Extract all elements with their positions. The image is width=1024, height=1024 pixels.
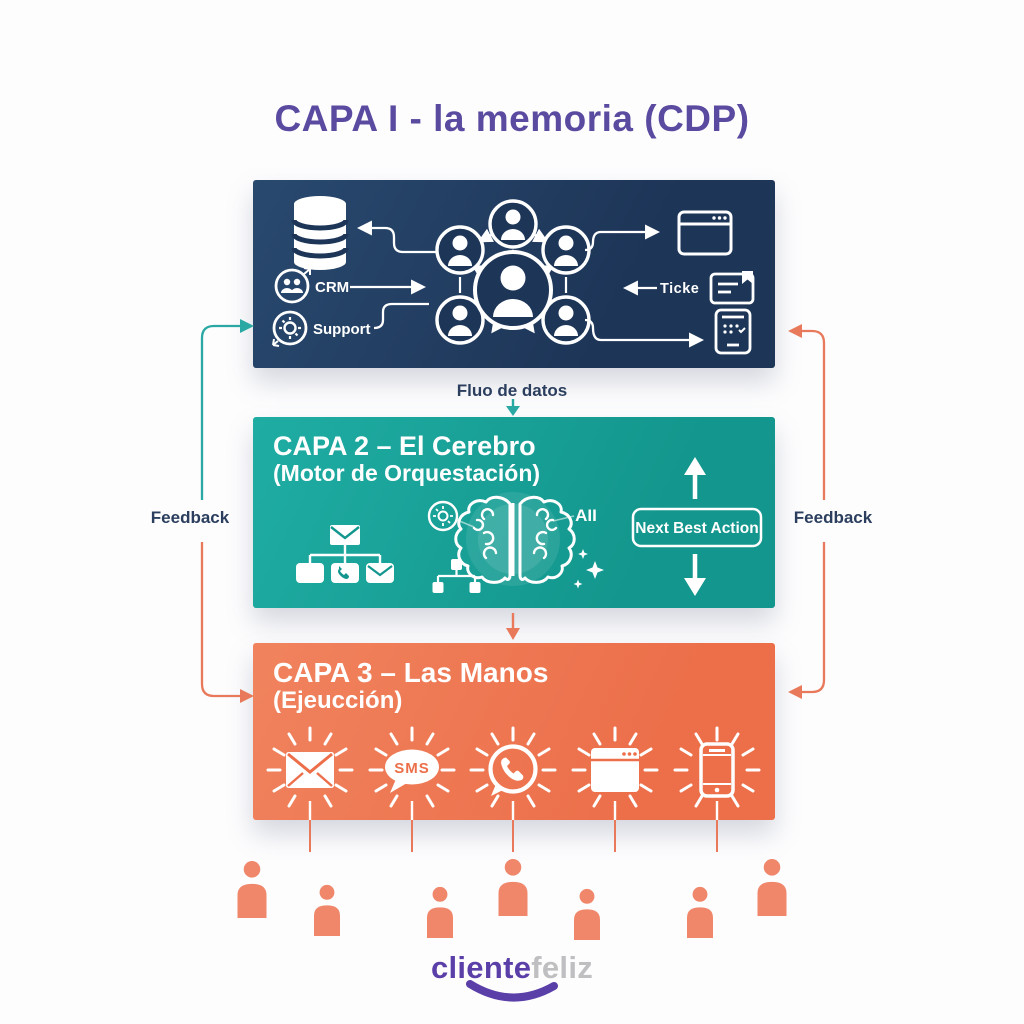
whatsapp-icon [488,744,538,796]
data-flow-label: Fluo de datos [456,381,568,400]
layer1-cdp-box: CRM Support [253,180,775,368]
gear-circle-icon [427,500,459,532]
channel-to-audience-lines [309,820,718,852]
ticket-icon [709,271,755,305]
mobile-phone-icon [699,742,735,798]
person-icon [753,858,791,921]
sparkles-icon [573,549,604,589]
person-icon [494,858,532,921]
crm-sync-icon [274,267,311,304]
logo-text-secondary: feliz [531,950,594,985]
layer3-title-line2: (Ejeucción) [273,687,403,715]
next-best-action-button: Next Best Action [631,507,763,548]
layer3-art: SMS [266,726,761,820]
person-icon [683,886,717,943]
arrow-up-icon [684,457,706,499]
support-sync-icon [272,310,308,347]
layer3-execution-box: SMS [253,643,775,820]
layer2-title: CAPA 2 – El Cerebro (Motor de Orquestaci… [273,431,540,487]
ai-label: AII [575,506,597,525]
layer3-title-line1: CAPA 3 – Las Manos [273,657,549,688]
email-icon [286,752,334,788]
brain-icon [454,492,576,586]
layer2-to-layer3-arrow [506,613,520,640]
support-label: Support [313,321,371,338]
person-icon [423,886,457,943]
brand-logo: clientefeliz [0,950,1024,986]
customer-network-icon [435,199,591,345]
layer2-title-line1: CAPA 2 – El Cerebro [273,431,536,461]
channel-stems [308,801,719,820]
layer2-brain-box: AII Next Best Action [253,417,775,608]
feedback-label-right: Feedback [793,508,873,527]
arrow-down-icon [684,554,706,596]
layer2-art: AII Next Best Action [296,457,763,596]
tablet-checklist-icon [714,308,752,355]
next-best-action-label: Next Best Action [635,520,758,537]
person-icon [233,860,271,923]
mini-flowchart-icon [432,559,481,593]
browser-window-icon [677,210,733,256]
database-icon [291,196,349,270]
person-icon [570,888,604,945]
layer1-art: CRM Support [272,196,755,355]
layer1-connectors [350,220,704,348]
flow-down-arrow [506,399,520,416]
sms-bubble-icon: SMS [385,749,439,793]
person-icon [310,884,344,941]
logo-text-primary: cliente [430,950,532,985]
diagram-title: CAPA I - la memoria (CDP) [274,98,750,139]
feedback-label-left: Feedback [150,508,230,527]
sms-label: SMS [394,760,430,777]
layer3-title: CAPA 3 – Las Manos (Ejeucción) [273,657,548,715]
logo-smile-icon [466,980,558,1002]
journey-flow-icon [296,525,394,583]
crm-label: CRM [315,279,349,296]
web-browser-icon [591,748,639,792]
layer2-title-line2: (Motor de Orquestación) [273,460,541,487]
ticket-label: Ticke [660,281,699,297]
